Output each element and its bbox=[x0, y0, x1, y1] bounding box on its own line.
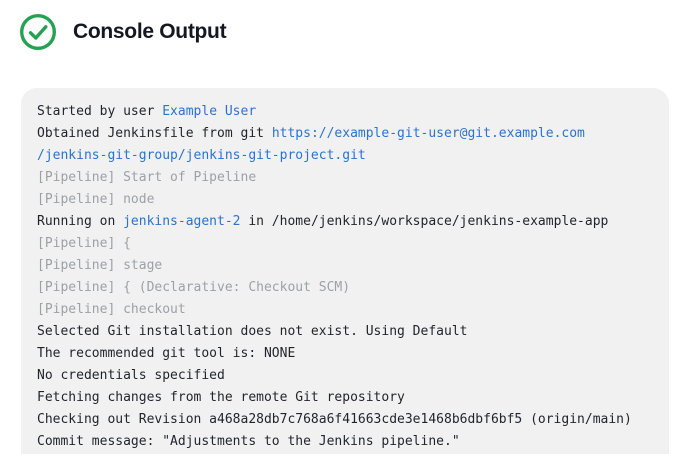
console-line: Running on jenkins-agent-2 in /home/jenk… bbox=[37, 211, 653, 233]
console-link[interactable]: Example User bbox=[162, 104, 257, 119]
pipeline-log-text: [Pipeline] stage bbox=[37, 258, 163, 273]
log-text: Started by user bbox=[37, 104, 163, 119]
console-line: [Pipeline] Start of Pipeline bbox=[37, 167, 653, 189]
log-text: No credentials specified bbox=[37, 368, 225, 383]
console-link[interactable]: https://example-git-user@git.example.com bbox=[271, 126, 585, 141]
console-line: Started by user Example User bbox=[37, 101, 653, 123]
console-line: [Pipeline] stage bbox=[37, 255, 653, 277]
console-line: Checking out Revision a468a28db7c768a6f4… bbox=[37, 409, 653, 431]
log-text: Running on bbox=[37, 214, 124, 229]
console-line: [Pipeline] checkout bbox=[37, 299, 653, 321]
console-link[interactable]: /jenkins-git-group/jenkins-git-project.g… bbox=[37, 148, 366, 163]
console-line: The recommended git tool is: NONE bbox=[37, 343, 653, 365]
log-text: Checking out Revision a468a28db7c768a6f4… bbox=[37, 412, 632, 427]
console-line: Commit message: "Adjustments to the Jenk… bbox=[37, 431, 653, 453]
console-link[interactable]: jenkins-agent-2 bbox=[123, 214, 241, 229]
console-line: Selected Git installation does not exist… bbox=[37, 321, 653, 343]
log-text: The recommended git tool is: NONE bbox=[37, 346, 296, 361]
log-text: Selected Git installation does not exist… bbox=[37, 324, 468, 339]
pipeline-log-text: [Pipeline] { bbox=[37, 236, 131, 251]
console-line: Obtained Jenkinsfile from git https://ex… bbox=[37, 123, 653, 145]
console-line: Fetching changes from the remote Git rep… bbox=[37, 387, 653, 409]
console-line: /jenkins-git-group/jenkins-git-project.g… bbox=[37, 145, 653, 167]
page-title: Console Output bbox=[73, 20, 227, 43]
pipeline-log-text: [Pipeline] Start of Pipeline bbox=[37, 170, 257, 185]
pipeline-log-text: [Pipeline] node bbox=[37, 192, 155, 207]
console-line: [Pipeline] { bbox=[37, 233, 653, 255]
pipeline-log-text: [Pipeline] { (Declarative: Checkout SCM) bbox=[37, 280, 351, 295]
log-text: Fetching changes from the remote Git rep… bbox=[37, 390, 405, 405]
console-output-header: Console Output bbox=[19, 13, 227, 51]
log-text: Obtained Jenkinsfile from git bbox=[37, 126, 272, 141]
success-check-icon bbox=[19, 13, 57, 51]
console-line: [Pipeline] node bbox=[37, 189, 653, 211]
console-line: No credentials specified bbox=[37, 365, 653, 387]
log-text: in /home/jenkins/workspace/jenkins-examp… bbox=[240, 214, 609, 229]
pipeline-log-text: [Pipeline] checkout bbox=[37, 302, 186, 317]
console-line: [Pipeline] { (Declarative: Checkout SCM) bbox=[37, 277, 653, 299]
log-text: Commit message: "Adjustments to the Jenk… bbox=[37, 434, 460, 449]
